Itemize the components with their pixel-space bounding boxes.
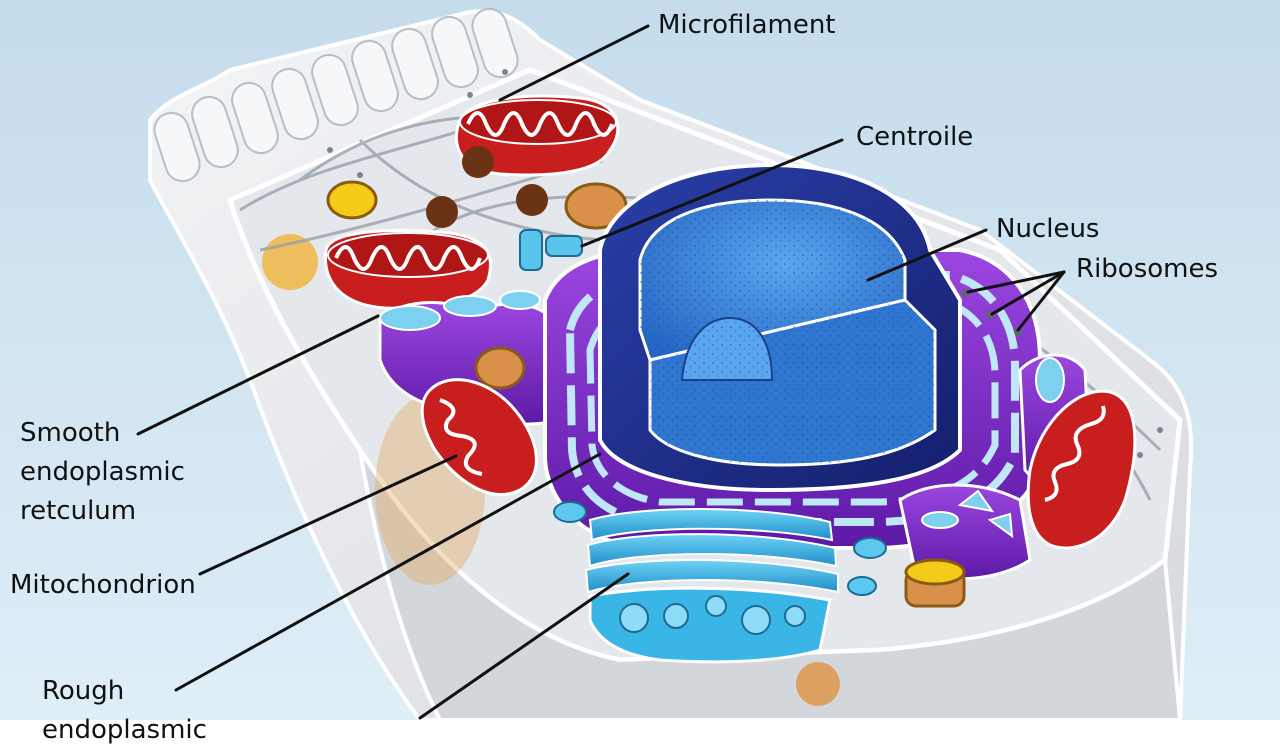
label-smooth-er: Smooth endoplasmic retculum xyxy=(20,414,185,531)
leader-ribosomes-b xyxy=(990,270,1066,316)
label-ribosomes: Ribosomes xyxy=(1076,254,1219,284)
label-smooth-er-line-2: endoplasmic xyxy=(20,457,185,487)
leader-centroile xyxy=(580,138,844,248)
cell-lower-shell xyxy=(358,448,1183,722)
leader-ribosomes-c xyxy=(1016,270,1066,332)
leader-mitochondrion xyxy=(198,454,458,576)
centriole xyxy=(519,229,583,271)
mitochondrion-top xyxy=(454,94,620,177)
nucleus xyxy=(638,198,937,467)
label-rough-er-line-1: Rough xyxy=(42,676,125,706)
leader-golgi xyxy=(418,572,630,720)
mitochondrion-left xyxy=(323,229,492,310)
leader-nucleus xyxy=(866,228,988,282)
mitochondrion-lower-left xyxy=(420,378,538,496)
label-rough-er: Rough endoplasmic xyxy=(42,672,207,750)
granule-1 xyxy=(462,146,494,178)
label-nucleus: Nucleus xyxy=(996,214,1100,244)
label-smooth-er-line-3: retculum xyxy=(20,496,137,526)
leader-rough-er xyxy=(174,452,602,692)
label-rough-er-line-2: endoplasmic xyxy=(42,715,207,745)
leader-ribosomes-a xyxy=(966,270,1066,294)
mitochondrion-right xyxy=(1026,389,1137,550)
label-smooth-er-line-1: Smooth xyxy=(20,418,121,448)
smooth-er xyxy=(378,290,562,426)
leader-lines xyxy=(136,24,1066,720)
leader-microfilament xyxy=(498,24,650,102)
lysosome-lower-right xyxy=(904,558,966,608)
cell-illustration xyxy=(0,0,1280,722)
lysosome-top xyxy=(326,180,378,220)
golgi-apparatus xyxy=(553,501,887,664)
granule-3 xyxy=(516,184,548,216)
label-microfilament: Microfilament xyxy=(658,10,836,40)
microvilli xyxy=(153,7,519,183)
label-centroile: Centroile xyxy=(856,122,974,152)
leader-smooth-er xyxy=(136,314,380,436)
label-mitochondrion: Mitochondrion xyxy=(10,570,196,600)
inclusion-2 xyxy=(796,662,840,706)
granule-2 xyxy=(426,196,458,228)
